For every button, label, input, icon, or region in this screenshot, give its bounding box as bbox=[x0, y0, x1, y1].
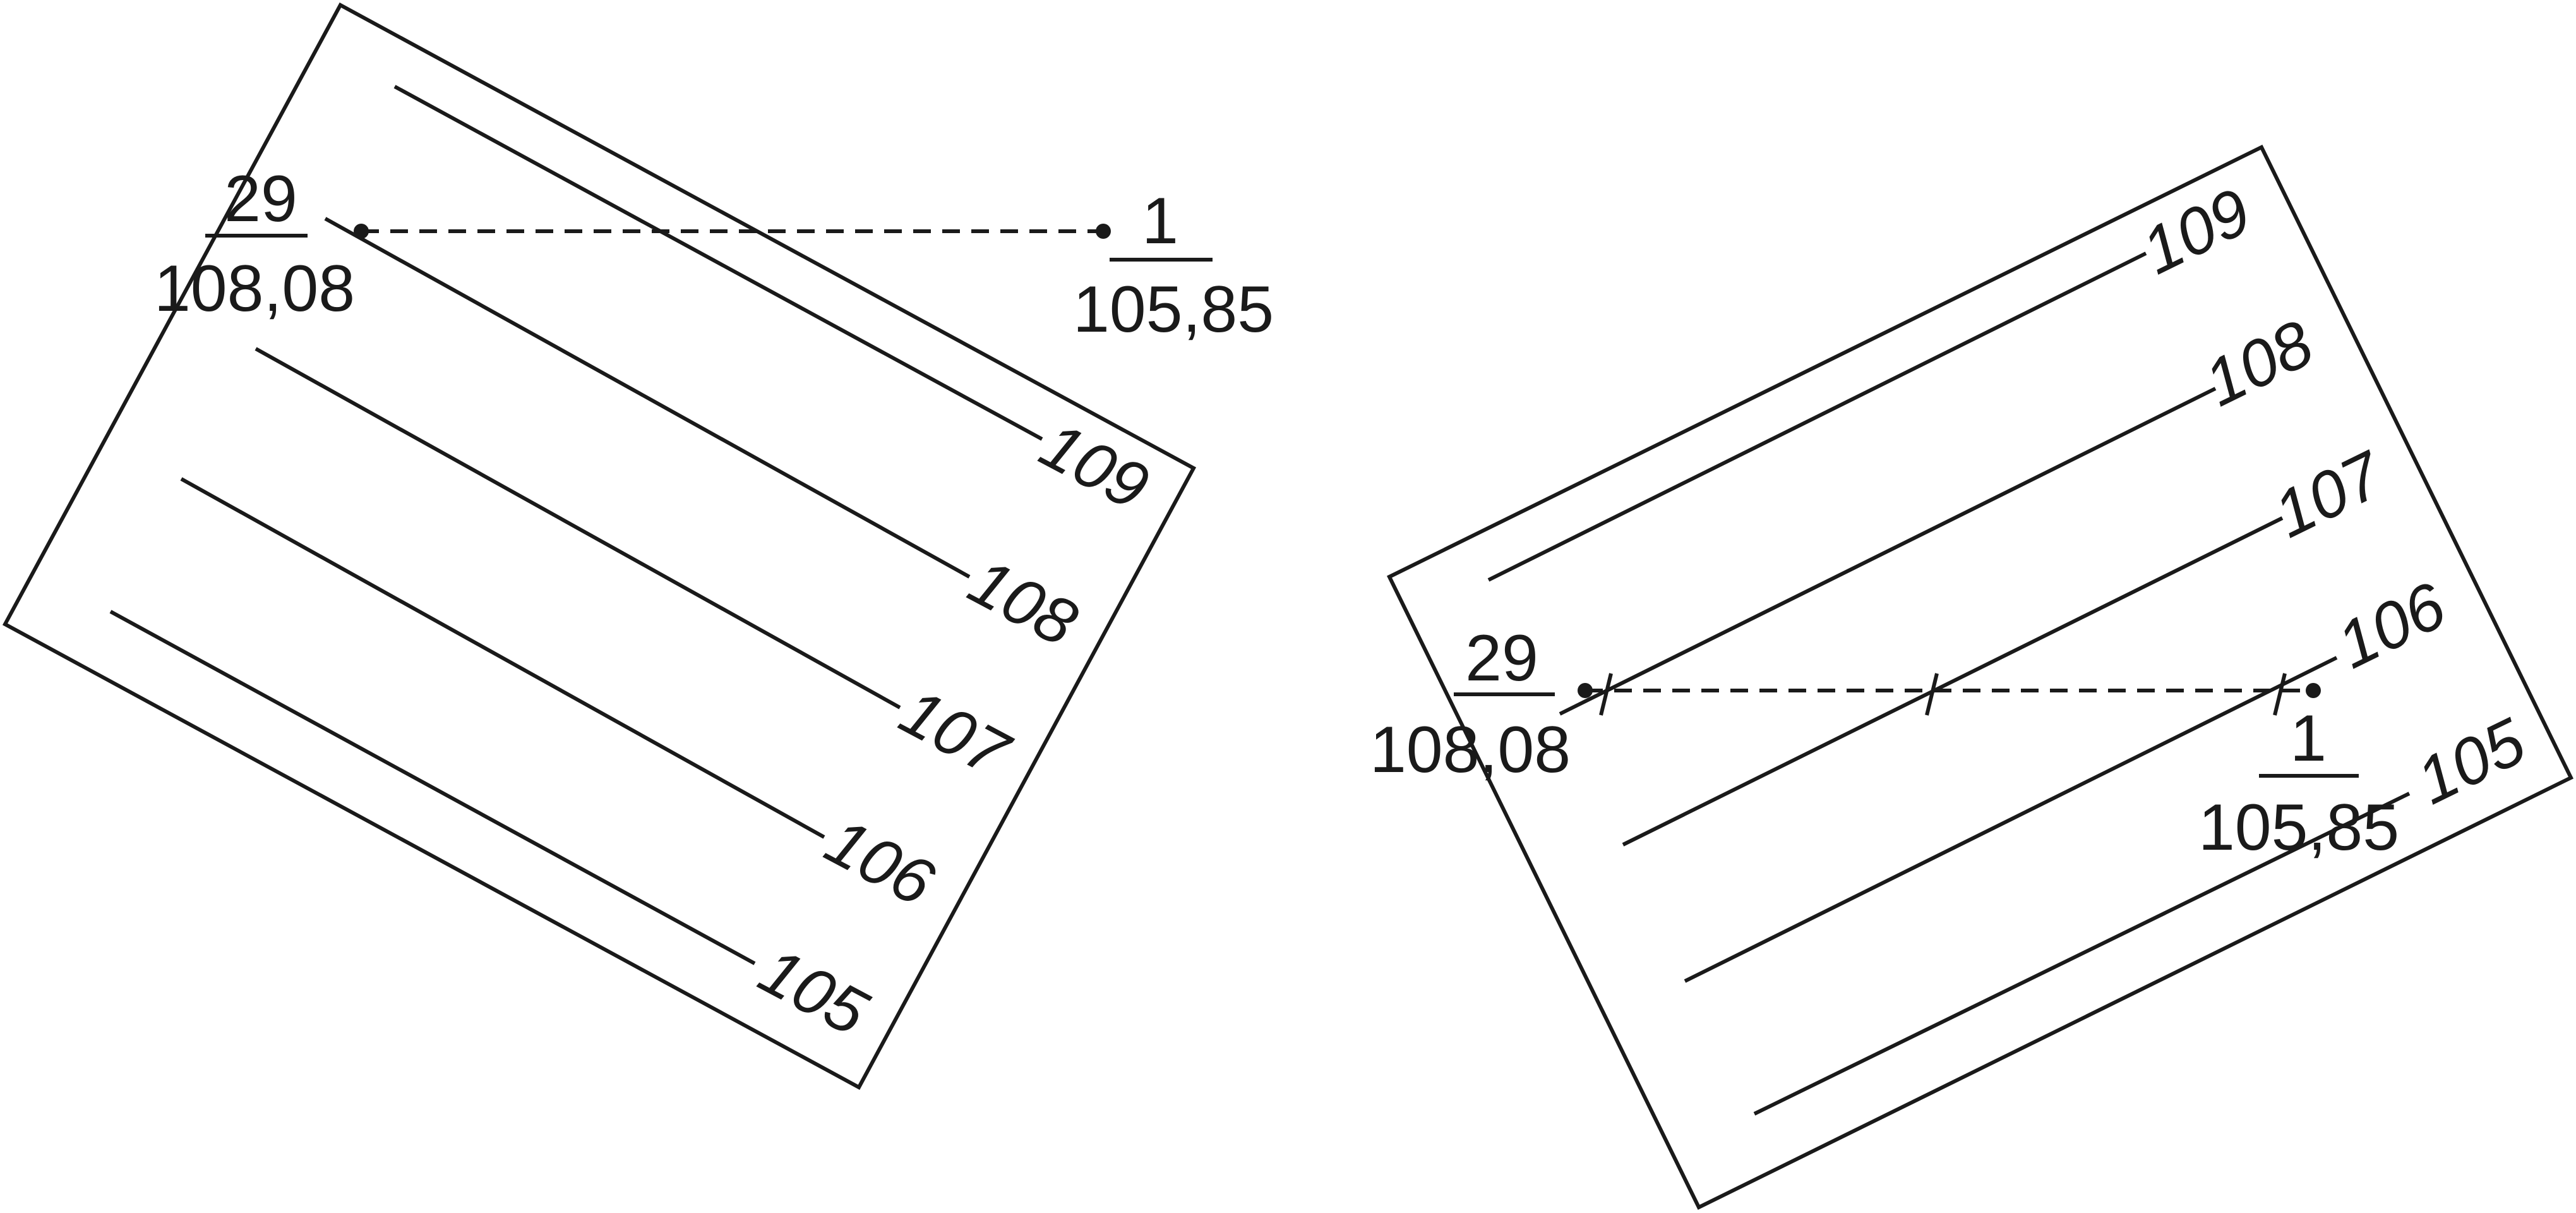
right-contour-line-105 bbox=[1753, 792, 2411, 1116]
left-panel: 109 108 107 106 105 29 108,08 1 105,85 bbox=[2, 2, 1274, 1090]
right-interpolation-tick-107 bbox=[1925, 673, 1939, 716]
right-interpolation-tick-108 bbox=[1599, 673, 1613, 716]
right-point-29-elevation: 108,08 bbox=[1370, 713, 1571, 787]
left-contour-label-109: 109 bbox=[1029, 408, 1160, 524]
left-contour-line-108 bbox=[324, 217, 971, 579]
left-contour-line-107 bbox=[255, 347, 901, 709]
right-point-29-marker bbox=[1578, 683, 1593, 698]
left-point-1-marker bbox=[1096, 224, 1111, 239]
right-contour-line-109 bbox=[1487, 251, 2147, 582]
right-point-1-number: 1 bbox=[2290, 702, 2327, 775]
left-point-1-number: 1 bbox=[1142, 184, 1178, 258]
left-contour-label-105: 105 bbox=[748, 934, 880, 1050]
right-site-boundary bbox=[1386, 144, 2574, 1210]
right-contour-line-107 bbox=[1622, 516, 2284, 847]
left-point-1-elevation: 105,85 bbox=[1073, 273, 1274, 346]
right-contour-label-109: 109 bbox=[2131, 174, 2261, 288]
right-contour-label-105: 105 bbox=[2405, 704, 2537, 819]
left-point-29-number: 29 bbox=[224, 162, 297, 236]
right-point-1-elevation: 105,85 bbox=[2198, 791, 2399, 864]
right-contour-line-108 bbox=[1559, 387, 2217, 716]
left-contour-line-106 bbox=[180, 477, 825, 839]
left-point-29-elevation: 108,08 bbox=[154, 252, 355, 325]
left-point-29-marker bbox=[354, 224, 369, 239]
left-contour-line-109 bbox=[393, 85, 1043, 441]
left-contour-line-105 bbox=[109, 610, 756, 965]
right-contour-label-106: 106 bbox=[2326, 569, 2457, 682]
right-point-29-number: 29 bbox=[1465, 622, 1538, 695]
right-point-1-marker bbox=[2306, 683, 2321, 698]
left-contour-label-106: 106 bbox=[814, 804, 945, 920]
left-contour-label-107: 107 bbox=[889, 675, 1022, 792]
right-panel: 109 108 107 106 105 29 108,08 1 105,85 bbox=[1370, 144, 2574, 1210]
right-contour-label-108: 108 bbox=[2193, 306, 2324, 420]
left-site-boundary bbox=[2, 2, 1197, 1090]
right-contour-label-107: 107 bbox=[2263, 437, 2396, 552]
right-contour-line-106 bbox=[1684, 656, 2338, 983]
right-interpolation-tick-106 bbox=[2273, 673, 2287, 716]
left-contour-label-108: 108 bbox=[957, 545, 1089, 661]
